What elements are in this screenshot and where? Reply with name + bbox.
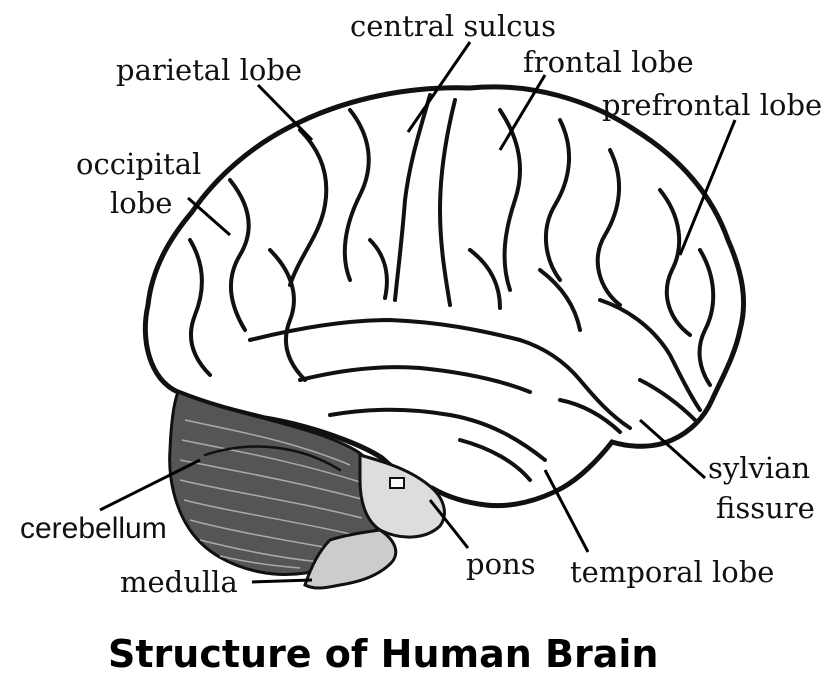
pointer-cerebellum	[99, 458, 201, 512]
pons-shape	[358, 453, 446, 539]
label-medulla: medulla	[120, 565, 238, 599]
label-sylvian-fissure-line1: sylvian	[708, 451, 810, 485]
label-central-sulcus: central sulcus	[350, 9, 556, 43]
pointer-medulla	[251, 578, 313, 584]
labels: central sulcus parietal lobe frontal lob…	[20, 9, 822, 599]
label-occipital-lobe-line2: lobe	[110, 186, 172, 220]
pointer-prefrontal-lobe	[678, 119, 737, 256]
label-occipital-lobe-line1: occipital	[76, 147, 201, 181]
label-cerebellum: cerebellum	[20, 512, 167, 545]
label-frontal-lobe: frontal lobe	[523, 45, 694, 79]
cerebellum-folia	[179, 419, 366, 569]
pointer-parietal-lobe	[256, 83, 314, 142]
pointer-pons	[428, 499, 470, 549]
pointer-lines	[99, 41, 737, 584]
label-prefrontal-lobe: prefrontal lobe	[602, 88, 822, 122]
pointer-frontal-lobe	[498, 74, 547, 151]
pointer-central-sulcus	[406, 41, 472, 133]
label-sylvian-fissure-line2: fissure	[716, 491, 815, 525]
cortex-folds	[188, 93, 716, 482]
label-parietal-lobe: parietal lobe	[116, 53, 302, 87]
cerebrum-outline	[142, 84, 747, 509]
pointer-occipital-lobe	[187, 196, 231, 237]
label-temporal-lobe: temporal lobe	[570, 555, 774, 589]
pointer-temporal-lobe	[543, 469, 590, 553]
diagram-title: Structure of Human Brain	[108, 632, 658, 676]
label-pons: pons	[466, 547, 536, 581]
brain-illustration	[142, 84, 747, 590]
pointer-sylvian-fissure	[639, 418, 706, 480]
